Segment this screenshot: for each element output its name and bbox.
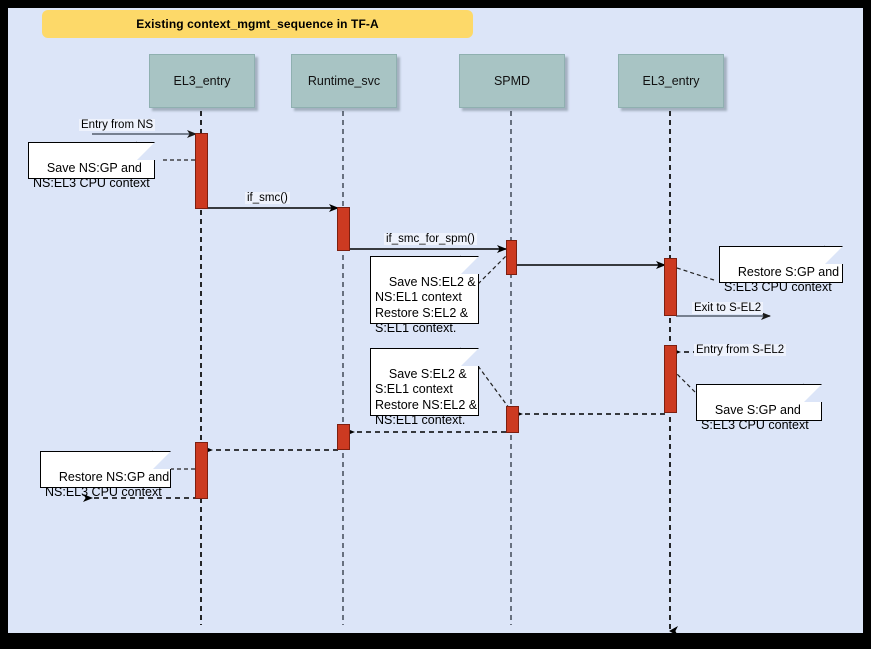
note-text: Save NS:GP and NS:EL3 CPU context — [33, 160, 150, 191]
note-restore-s-gp: Restore S:GP and S:EL3 CPU context — [719, 246, 843, 294]
note-fold-icon — [825, 246, 843, 264]
diagram-title-banner: Existing context_mgmt_sequence in TF-A — [42, 10, 473, 38]
note-restore-ns-gp: Restore NS:GP and NS:EL3 CPU context — [40, 451, 171, 499]
activation-spmd-2 — [506, 406, 519, 433]
note-fold-icon — [137, 142, 155, 160]
note-connector-3 — [676, 267, 715, 281]
message-label-entry-from-s-el2: Entry from S-EL2 — [694, 344, 787, 356]
participant-label: EL3_entry — [642, 74, 700, 88]
message-label-if-smc: if_smc() — [245, 192, 290, 204]
participant-label: Runtime_svc — [307, 74, 381, 88]
note-text: Save S:GP and S:EL3 CPU context — [701, 402, 809, 433]
activation-runtime-svc-2 — [337, 424, 350, 450]
note-save-ns-el2: Save NS:EL2 & NS:EL1 context Restore S:E… — [370, 256, 479, 335]
activation-runtime-svc-1 — [337, 207, 350, 251]
note-save-ns-gp: Save NS:GP and NS:EL3 CPU context — [28, 142, 155, 190]
participant-spmd[interactable]: SPMD — [459, 54, 565, 108]
note-save-s-el2: Save S:EL2 & S:EL1 context Restore NS:EL… — [370, 348, 479, 427]
note-fold-icon — [461, 256, 479, 274]
message-label-entry-from-ns: Entry from NS — [79, 119, 156, 131]
note-text: Save S:EL2 & S:EL1 context Restore NS:EL… — [375, 366, 478, 428]
message-label-if-smc-for-spm: if_smc_for_spm() — [384, 233, 477, 245]
activation-el3-entry-ns-1 — [195, 133, 208, 209]
note-text: Save NS:EL2 & NS:EL1 context Restore S:E… — [375, 274, 476, 336]
sequence-diagram-canvas: Existing context_mgmt_sequence in TF-A — [8, 8, 863, 633]
note-connector-4 — [477, 365, 513, 413]
note-text: Restore S:GP and S:EL3 CPU context — [724, 264, 840, 295]
note-save-s-gp: Save S:GP and S:EL3 CPU context — [696, 384, 822, 432]
note-fold-icon — [461, 348, 479, 366]
participant-el3-entry-ns[interactable]: EL3_entry — [149, 54, 255, 108]
activation-el3-entry-s-2 — [664, 345, 677, 413]
participant-runtime-svc[interactable]: Runtime_svc — [291, 54, 397, 108]
participant-label: SPMD — [493, 74, 531, 88]
activation-el3-entry-s-1 — [664, 258, 677, 316]
note-connector-2 — [477, 251, 511, 285]
activation-el3-entry-ns-2 — [195, 442, 208, 499]
participant-el3-entry-s[interactable]: EL3_entry — [618, 54, 724, 108]
message-label-exit-to-s-el2: Exit to S-EL2 — [692, 302, 764, 314]
note-fold-icon — [153, 451, 171, 469]
note-text: Restore NS:GP and NS:EL3 CPU context — [45, 469, 170, 500]
participant-label: EL3_entry — [173, 74, 231, 88]
note-fold-icon — [804, 384, 822, 402]
activation-spmd-1 — [506, 240, 517, 275]
